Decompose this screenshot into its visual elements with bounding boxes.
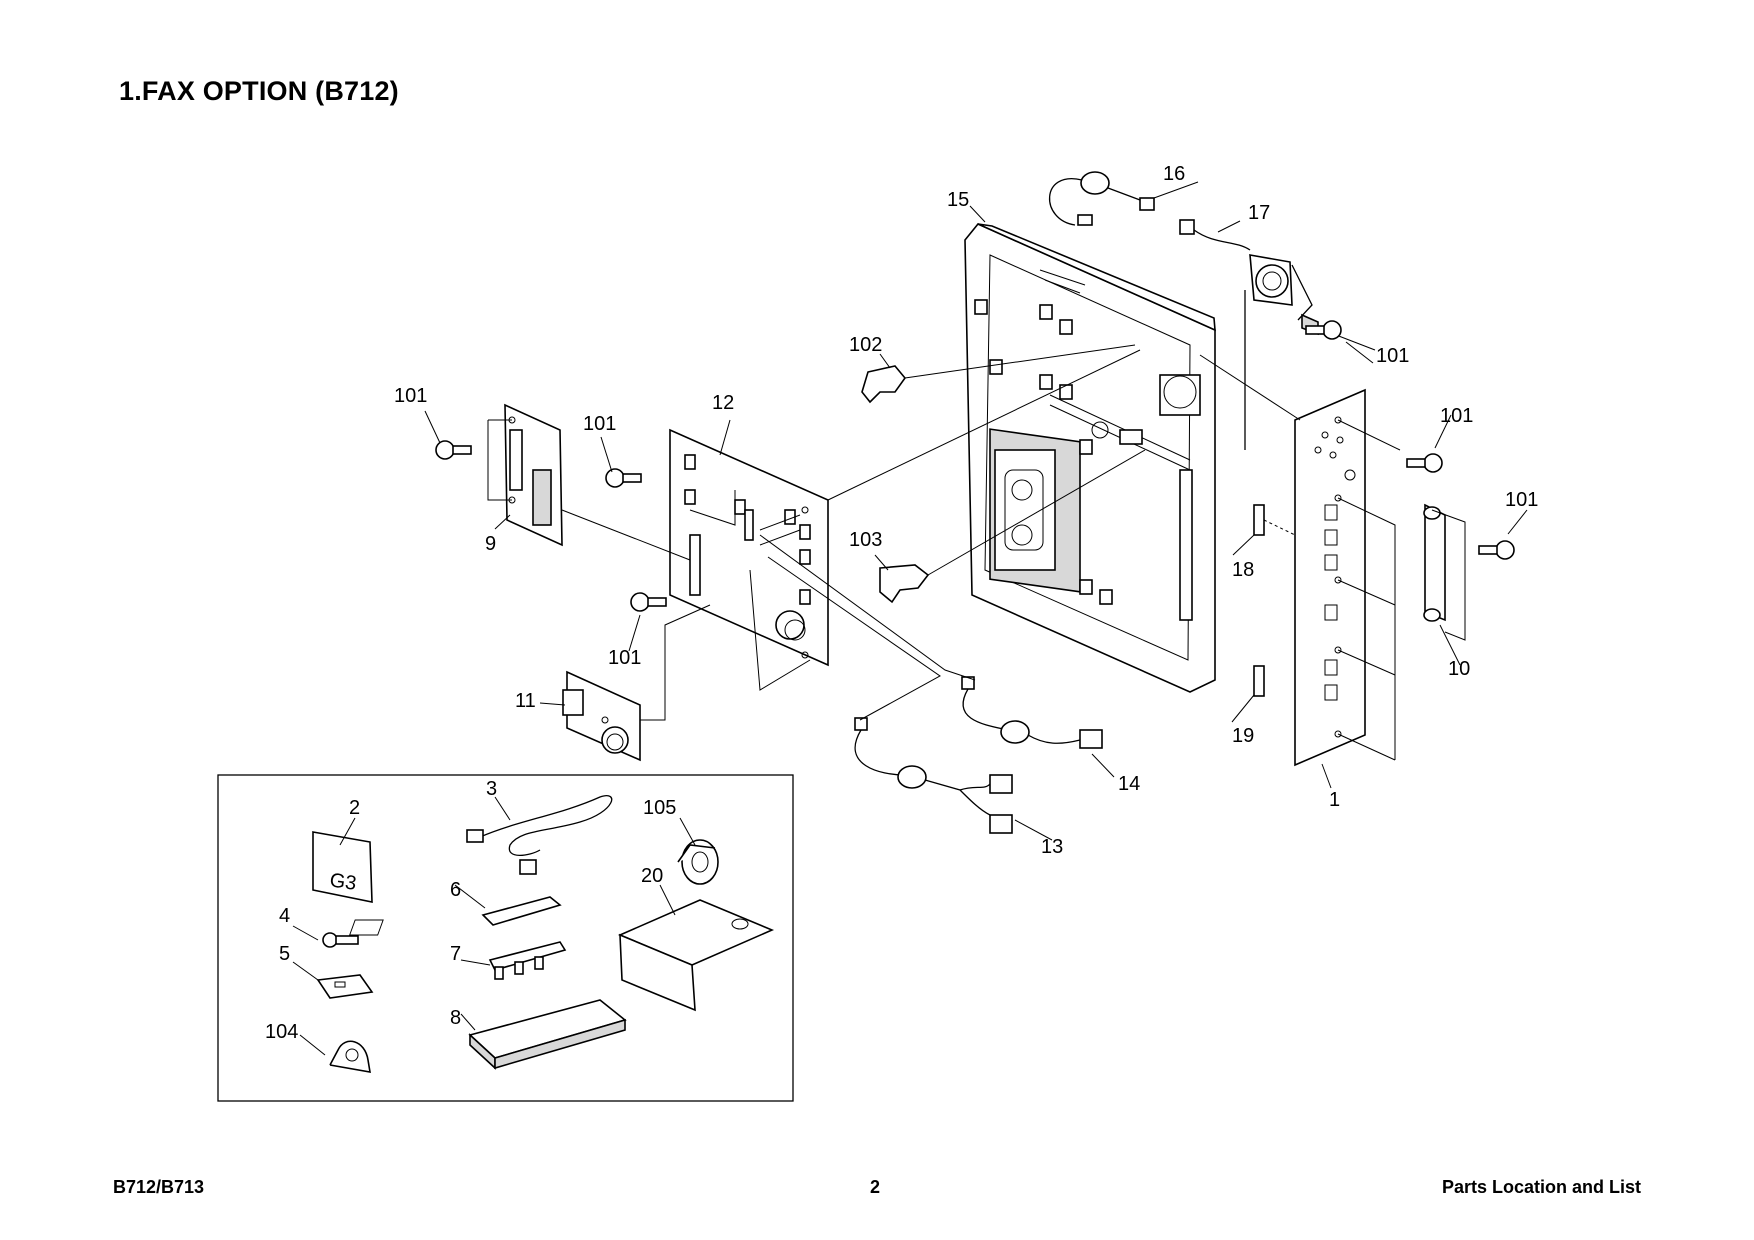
page-title: 1.FAX OPTION (B712) <box>119 76 399 106</box>
callout-11: 11 <box>515 690 536 712</box>
accessory-box <box>217 774 794 1102</box>
footer-page-number: 2 <box>870 1177 881 1197</box>
callout-13: 13 <box>1041 836 1063 858</box>
callout-104: 104 <box>265 1021 298 1043</box>
callout-leaders <box>292 181 1528 1056</box>
screw-icon <box>630 592 667 612</box>
callout-17: 17 <box>1248 202 1270 224</box>
part-10-bracket <box>1423 503 1466 641</box>
screw-icon <box>1305 320 1342 340</box>
harnesses-13-14 <box>759 534 1103 834</box>
callout-15: 15 <box>947 189 969 211</box>
callout-101-d: 101 <box>1376 345 1409 367</box>
label-g3: G3 <box>328 869 357 895</box>
part-15-main-frame <box>964 223 1216 693</box>
callout-5: 5 <box>279 943 290 965</box>
callout-12: 12 <box>712 392 734 414</box>
callout-16: 16 <box>1163 163 1185 185</box>
callout-20: 20 <box>641 865 663 887</box>
callout-19: 19 <box>1232 725 1254 747</box>
screws-101 <box>435 320 1515 612</box>
callout-18: 18 <box>1232 559 1254 581</box>
leader-lines <box>827 349 1301 501</box>
callout-101-f: 101 <box>1505 489 1538 511</box>
screw-icon <box>1406 453 1443 473</box>
callout-6: 6 <box>450 879 461 901</box>
callout-105: 105 <box>643 797 676 819</box>
footer-section: Parts Location and List <box>1441 1177 1641 1197</box>
part-18-19-connectors <box>1253 504 1296 697</box>
callout-101-b: 101 <box>583 413 616 435</box>
callout-102: 102 <box>849 334 882 356</box>
callout-1: 1 <box>1329 789 1340 811</box>
callout-8: 8 <box>450 1007 461 1029</box>
callout-14: 14 <box>1118 773 1140 795</box>
part-9-small-board <box>487 403 691 561</box>
screw-icon <box>435 440 472 460</box>
callout-3: 3 <box>486 778 497 800</box>
footer-model: B712/B713 <box>113 1177 205 1197</box>
clamps-102-103 <box>861 344 1146 604</box>
callout-9: 9 <box>485 533 496 555</box>
callout-2: 2 <box>349 797 360 819</box>
part-1-right-board <box>1294 388 1401 767</box>
callout-4: 4 <box>279 905 290 927</box>
callout-101-e: 101 <box>1440 405 1473 427</box>
part-11-small-board <box>562 604 711 762</box>
callout-labels: 1 2 3 4 5 6 7 8 9 10 11 12 13 14 15 16 1… <box>265 163 1538 1043</box>
callout-10: 10 <box>1448 658 1470 680</box>
part-12-middle-board <box>669 428 829 691</box>
screw-icon <box>605 468 642 488</box>
callout-101-c: 101 <box>608 647 641 669</box>
callout-103: 103 <box>849 529 882 551</box>
callout-101-a: 101 <box>394 385 427 407</box>
callout-7: 7 <box>450 943 461 965</box>
screw-icon <box>1478 540 1515 560</box>
